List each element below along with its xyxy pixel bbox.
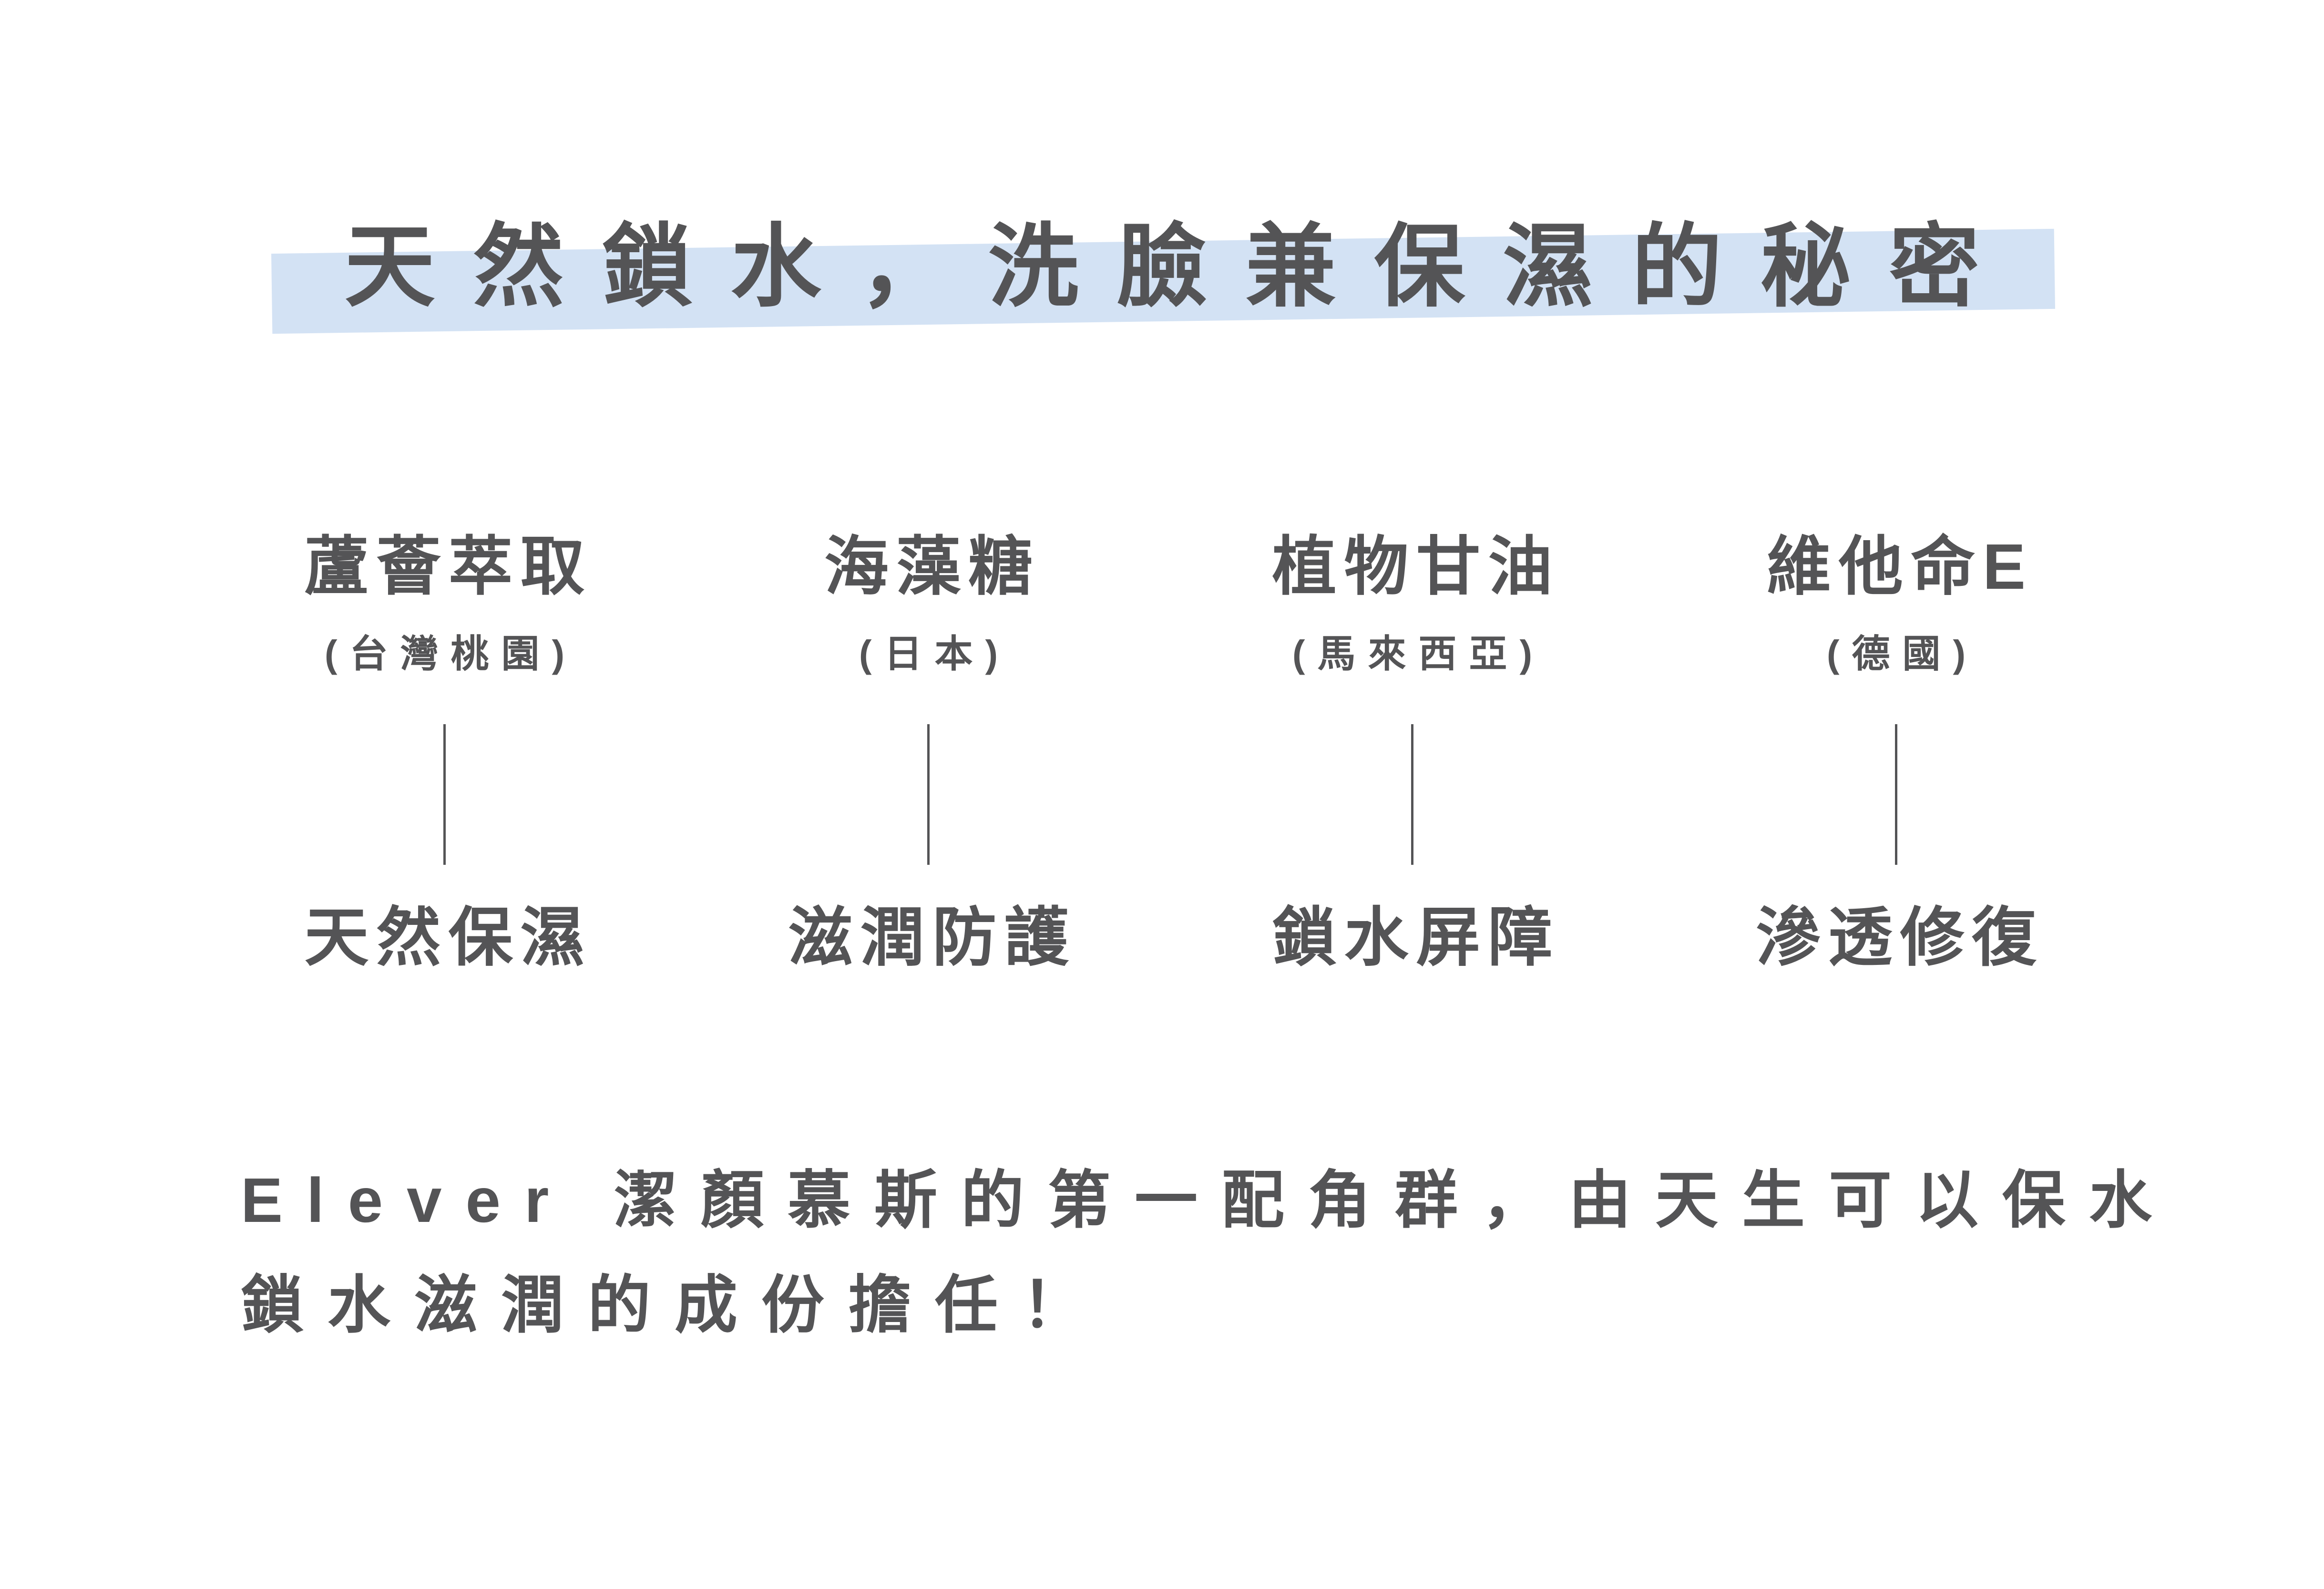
footer-paragraph: Elever 潔顏慕斯的第一配角群，由天生可以保水 鎖水滋潤的成份擔任！: [241, 1148, 2195, 1358]
connector-line: [1895, 724, 1897, 865]
ingredient-name: 海藻糖: [824, 531, 1040, 603]
ingredient-benefit: 天然保濕: [304, 902, 593, 974]
ingredient-column-trehalose: 海藻糖 (日本) 滋潤防護: [686, 533, 1170, 972]
page-title: 天然鎖水，洗臉兼保濕的秘密: [344, 216, 2018, 318]
ingredient-column-aloe: 蘆薈萃取 (台灣桃園) 天然保濕: [203, 533, 686, 972]
ingredient-benefit: 鎖水屏障: [1272, 902, 1560, 974]
ingredient-origin: (台灣桃園): [324, 633, 577, 675]
connector-line: [927, 724, 930, 865]
ingredient-name: 維他命E: [1766, 531, 2034, 603]
ingredient-benefit: 滋潤防護: [788, 902, 1076, 974]
ingredient-origin: (日本): [859, 633, 1011, 675]
footer-line-1: Elever 潔顏慕斯的第一配角群，由天生可以保水: [241, 1165, 2176, 1235]
ingredient-column-glycerin: 植物甘油 (馬來西亞) 鎖水屏障: [1170, 533, 1654, 972]
footer-line-2: 鎖水滋潤的成份擔任！: [241, 1270, 1108, 1340]
ingredient-columns: 蘆薈萃取 (台灣桃園) 天然保濕 海藻糖 (日本) 滋潤防護 植物甘油 (馬來西…: [203, 533, 2138, 972]
ingredient-origin: (馬來西亞): [1292, 633, 1545, 675]
connector-line: [443, 724, 446, 865]
ingredient-column-vitamin-e: 維他命E (德國) 滲透修復: [1654, 533, 2138, 972]
ingredient-benefit: 滲透修復: [1756, 902, 2044, 974]
ingredient-origin: (德國): [1826, 633, 1978, 675]
ingredient-name: 蘆薈萃取: [304, 531, 593, 603]
ingredient-name: 植物甘油: [1272, 531, 1560, 603]
connector-line: [1411, 724, 1413, 865]
